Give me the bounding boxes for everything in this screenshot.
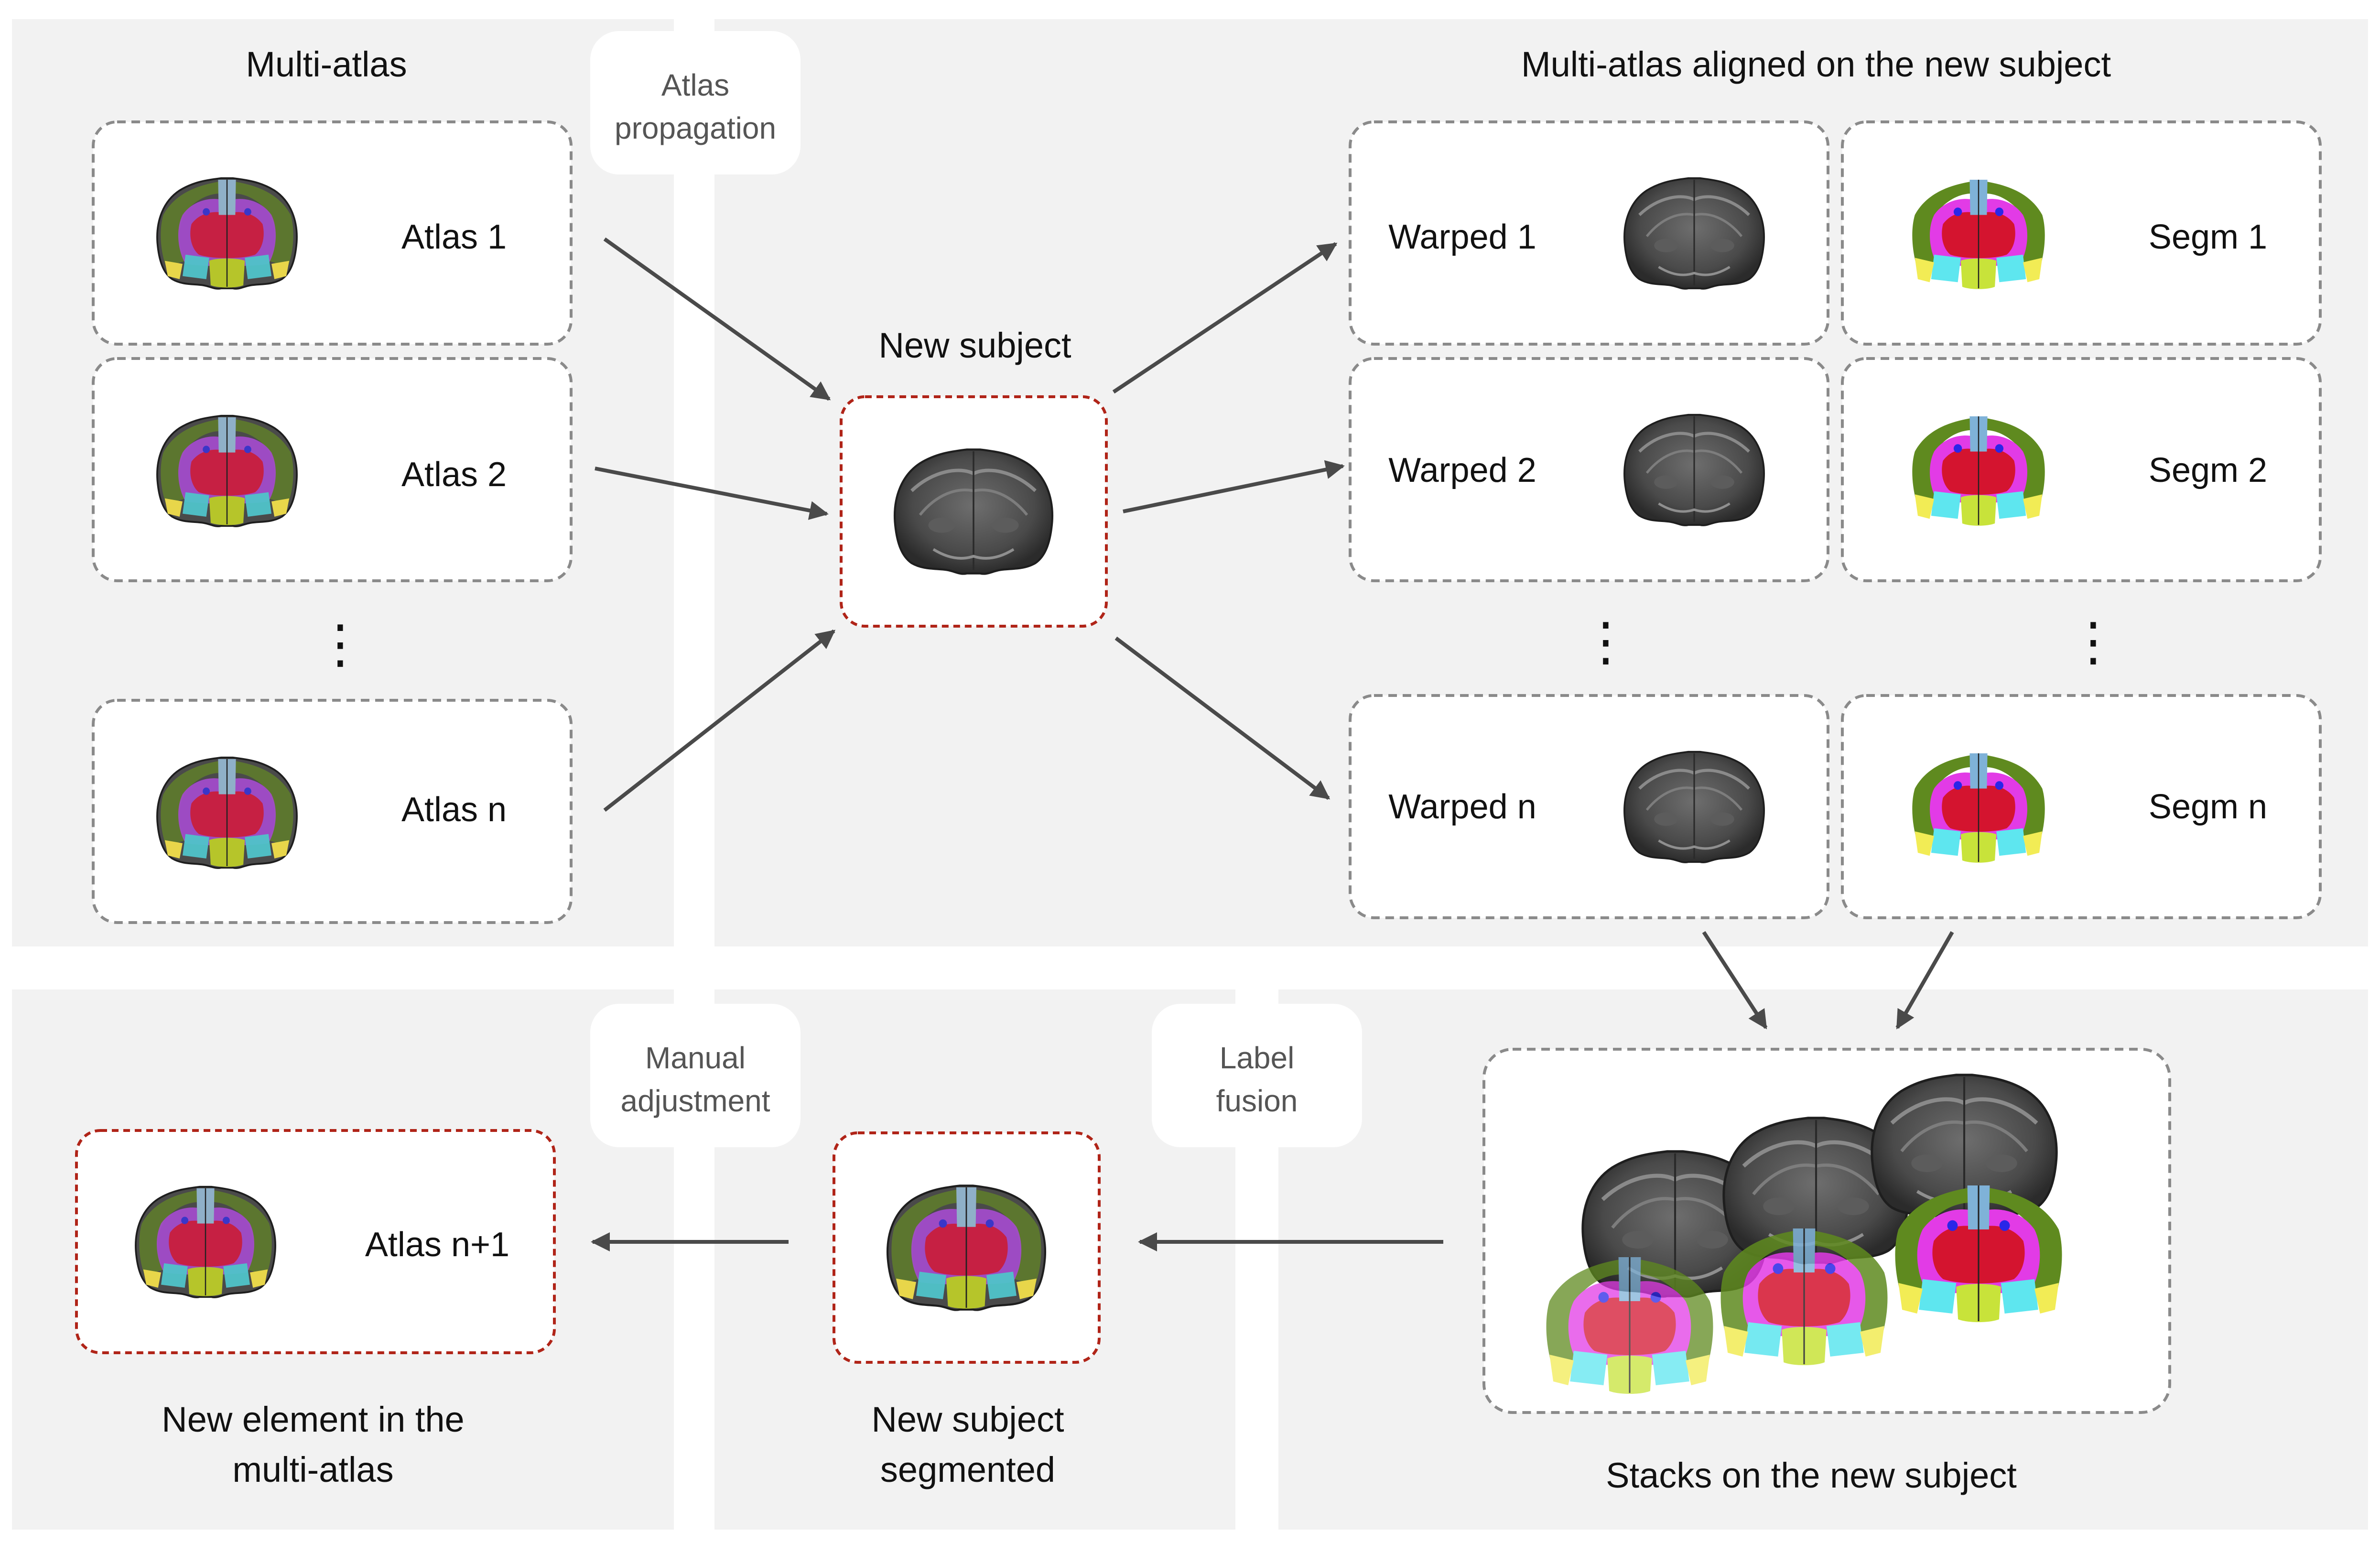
new-subject-box	[840, 395, 1108, 628]
step-manual-line2: adjustment	[620, 1084, 770, 1118]
warped-1-label: Warped 1	[1388, 218, 1536, 256]
warped-ellipsis: ⋮	[1579, 612, 1632, 671]
segm-n-image	[1912, 752, 2045, 864]
stack-seg-1	[1545, 1256, 1714, 1395]
atlas-2-image	[157, 416, 297, 526]
heading-multi-atlas: Multi-atlas	[246, 44, 407, 84]
warped-box-2: Warped 2	[1349, 357, 1829, 582]
heading-new-element-line1: New element in the	[162, 1400, 464, 1439]
segm-ellipsis: ⋮	[2067, 612, 2120, 671]
step-manual-line1: Manual	[645, 1041, 746, 1075]
segmented-subject-box	[833, 1131, 1101, 1364]
heading-stacks: Stacks on the new subject	[1606, 1456, 2017, 1495]
new-atlas-image	[136, 1187, 275, 1297]
new-atlas-label: Atlas n+1	[365, 1226, 509, 1264]
warped-2-image	[1624, 415, 1764, 525]
warped-box-n: Warped n	[1349, 694, 1829, 919]
warped-2-label: Warped 2	[1388, 451, 1536, 489]
atlas-ellipsis: ⋮	[314, 615, 367, 674]
stacks-box	[1482, 1048, 2171, 1414]
segm-box-n: Segm n	[1841, 694, 2322, 919]
atlas-1-image	[157, 178, 297, 289]
arrow-warped-to-stacks	[1702, 931, 1768, 1030]
step-box-fusion	[1152, 1004, 1362, 1147]
heading-new-subject: New subject	[878, 326, 1071, 365]
step-propagation-line2: propagation	[615, 111, 776, 145]
arrow-segm-to-stacks	[1895, 931, 1954, 1030]
new-subject-image	[895, 449, 1052, 574]
warped-n-label: Warped n	[1388, 788, 1536, 826]
atlas-2-label: Atlas 2	[401, 456, 507, 494]
stack-seg-3	[1894, 1184, 2063, 1323]
step-box-propagation	[590, 31, 801, 174]
warped-box-1: Warped 1	[1349, 120, 1829, 346]
heading-segmented-line1: New subject	[871, 1400, 1064, 1439]
segm-n-label: Segm n	[2149, 788, 2267, 826]
heading-new-element-line2: multi-atlas	[232, 1450, 393, 1489]
atlas-box-2: Atlas 2	[92, 357, 573, 582]
step-fusion-line2: fusion	[1216, 1084, 1298, 1118]
segm-2-label: Segm 2	[2149, 451, 2267, 489]
step-propagation-line1: Atlas	[661, 68, 729, 102]
atlas-1-label: Atlas 1	[401, 218, 507, 256]
step-box-manual	[590, 1004, 801, 1147]
arrow-subject-to-warped1	[1112, 242, 1338, 394]
heading-aligned: Multi-atlas aligned on the new subject	[1521, 44, 2111, 84]
atlas-box-1: Atlas 1	[92, 120, 573, 346]
atlas-n-label: Atlas n	[401, 791, 507, 829]
new-atlas-box: Atlas n+1	[75, 1129, 556, 1354]
segm-box-2: Segm 2	[1841, 357, 2322, 582]
segm-box-1: Segm 1	[1841, 120, 2322, 346]
arrow-subject-to-warpedn	[1114, 636, 1331, 800]
segm-1-label: Segm 1	[2149, 218, 2267, 256]
segmented-subject-image	[887, 1185, 1045, 1310]
arrow-atlasn-to-subject	[603, 629, 836, 812]
step-fusion-line1: Label	[1220, 1041, 1295, 1075]
stack-seg-2	[1720, 1228, 1889, 1366]
arrow-subject-to-warped2	[1123, 460, 1345, 513]
atlas-n-image	[157, 758, 297, 868]
heading-segmented-line2: segmented	[880, 1450, 1055, 1489]
atlas-box-n: Atlas n	[92, 699, 573, 924]
segm-1-image	[1912, 179, 2045, 290]
segm-2-image	[1912, 415, 2045, 527]
warped-1-image	[1624, 178, 1764, 289]
arrow-atlas1-to-subject	[603, 237, 831, 401]
warped-n-image	[1624, 752, 1764, 862]
arrow-atlas2-to-subject	[595, 467, 829, 520]
